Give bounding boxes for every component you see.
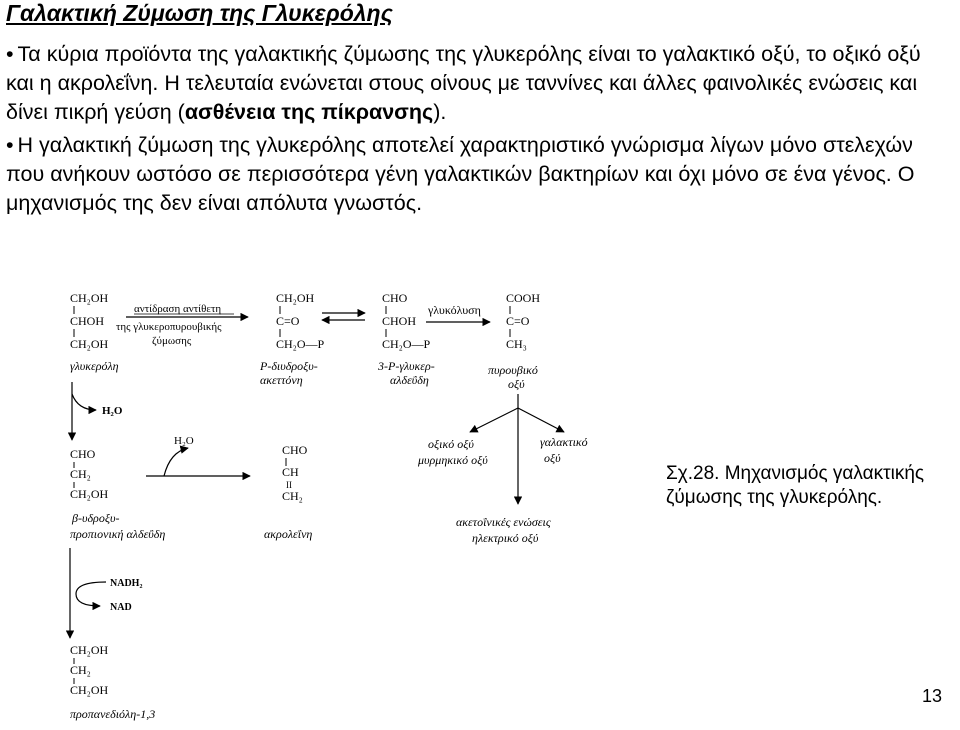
bullet-dot: • [6,42,14,66]
g3p-name: αλδεΰδη [390,373,429,387]
bullet-dot: • [6,133,14,157]
reaction-diagram-svg: CH₂OH CHOH CH₂OH γλυκερόλη αντίδραση αντ… [65,291,588,721]
hpa-formula: CHO CH₂ CH₂OH [70,447,109,501]
bullet-2-text: Η γαλακτική ζύμωση της γλυκερόλης αποτελ… [6,133,915,215]
water-label: H₂O [174,435,194,447]
formula-line: CHO [282,443,308,457]
reaction1-label: ζύμωσης [152,335,192,347]
formula-line: CH [282,465,299,479]
formula-line: CH₂O—P [382,337,431,351]
product-acetoin: ακετοΐνικές ενώσεις [456,515,551,529]
formula-line: CH₂OH [70,337,109,351]
product-lactic-acid: γαλακτικό [540,435,588,449]
formula-line: CH₂OH [276,291,315,305]
glycerol-formula: CH₂OH CHOH CH₂OH [70,291,109,351]
acrolein-name: ακρολεΐνη [264,527,312,541]
reaction1-label: αντίδραση αντίθετη [134,303,221,315]
formula-line: CHO [70,447,96,461]
bullet-1: •Τα κύρια προϊόντα της γαλακτικής ζύμωση… [6,40,946,127]
bullet-1-end: ). [433,100,447,124]
pyruvate-name: πυρουβικό [488,363,538,377]
slide-title: Γαλακτική Ζύμωση της Γλυκερόλης [6,0,393,26]
nad-label: NAD [110,602,132,613]
bullet-1-bold-term: ασθένεια της πίκρανσης [184,100,434,124]
arrow-water-loss [71,393,97,415]
page-number: 13 [922,686,943,706]
formula-line: CH₃ [506,337,527,351]
water-label: H₂O [102,405,123,417]
formula-line: C=O [506,314,530,328]
reaction-diagram: CH₂OH CHOH CH₂OH γλυκερόλη αντίδραση αντ… [60,282,600,725]
nadh-label: NADH₂ [110,578,142,589]
hpa-name: β-υδροξυ- [71,511,119,525]
dhap-name: ακεττόνη [260,373,303,387]
formula-line: CHOH [382,314,416,328]
glycolysis-label: γλυκόλυση [427,303,481,317]
arrow-pyruvate-right [517,407,565,433]
pyruvate-formula: COOH C=O CH₃ [506,291,540,351]
dhap-formula: CH₂OH C=O CH₂O—P [276,291,325,351]
formula-line: COOH [506,291,540,305]
g3p-formula: CHO CHOH CH₂O—P [382,291,431,351]
formula-line: CH₂ [70,663,91,677]
g3p-name: 3-P-γλυκερ- [377,359,435,373]
arrow-cofactor [75,581,107,611]
propanediol-name: προπανεδιόλη-1,3 [70,707,155,721]
formula-line: CH₂OH [70,291,109,305]
figure-caption: Σχ.28. Μηχανισμός γαλακτικής ζύμωσης της… [666,463,925,508]
arrow-pyruvate-left [469,407,519,433]
glycerol-name: γλυκερόλη [70,359,119,373]
formula-line: CH₂OH [70,683,109,697]
formula-line: CHO [382,291,408,305]
dhap-name: P-διυδροξυ- [259,359,318,373]
acrolein-formula: CHO CH II CH₂ [282,443,308,503]
formula-line: CH₂O—P [276,337,325,351]
formula-line: CH₂OH [70,643,109,657]
formula-line: CH₂ [70,467,91,481]
hpa-name: προπιονική αλδεΰδη [70,527,165,541]
product-lactic-acid: οξύ [544,451,561,465]
formula-line: CH₂OH [70,487,109,501]
reaction1-label: της γλυκεροπυρουβικής [116,321,222,333]
arrow-water-loss [163,445,189,477]
bullet-1-text: Τα κύρια προϊόντα της γαλακτικής ζύμωσης… [6,42,921,124]
product-succinic-acid: ηλεκτρικό οξύ [472,531,539,545]
formula-line: CH₂ [282,489,303,503]
propanediol-formula: CH₂OH CH₂ CH₂OH [70,643,109,697]
formula-double-bond: II [286,480,292,490]
product-acetic-acid: οξικό οξύ [428,437,474,451]
formula-line: CHOH [70,314,104,328]
product-formic-acid: μυρμηκικό οξύ [417,453,488,467]
bullet-list: •Τα κύρια προϊόντα της γαλακτικής ζύμωση… [6,40,946,222]
formula-line: C=O [276,314,300,328]
pyruvate-name: οξύ [508,377,525,391]
bullet-2: •Η γαλακτική ζύμωση της γλυκερόλης αποτε… [6,131,946,218]
